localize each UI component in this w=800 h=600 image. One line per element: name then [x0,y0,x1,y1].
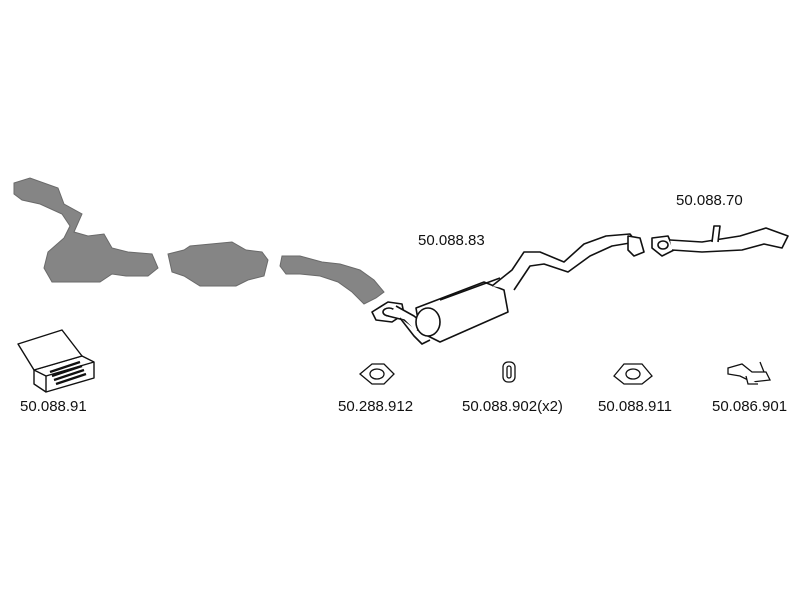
mounting-kit-box [17,329,95,393]
tail-pipe [651,225,789,257]
catalytic-converter [167,241,269,287]
clamp-bracket-icon [727,361,771,385]
label-muffler-assembly: 50.088.83 [418,232,485,249]
gasket-front-icon [358,363,395,385]
middle-muffler-assembly [371,233,645,345]
gasket-rear-icon [613,363,653,385]
label-rubber-hanger: 50.088.902(x2) [462,398,563,415]
rubber-hanger-icon [502,361,516,383]
label-gasket-rear: 50.088.911 [598,398,672,415]
label-mounting-kit: 50.088.91 [20,398,87,415]
intermediate-pipe-grey [279,255,385,305]
label-gasket-front: 50.288.912 [338,398,414,415]
front-exhaust-manifold [13,177,159,283]
label-clamp-bracket: 50.086.901 [712,398,788,415]
label-tail-pipe: 50.088.70 [676,192,743,209]
